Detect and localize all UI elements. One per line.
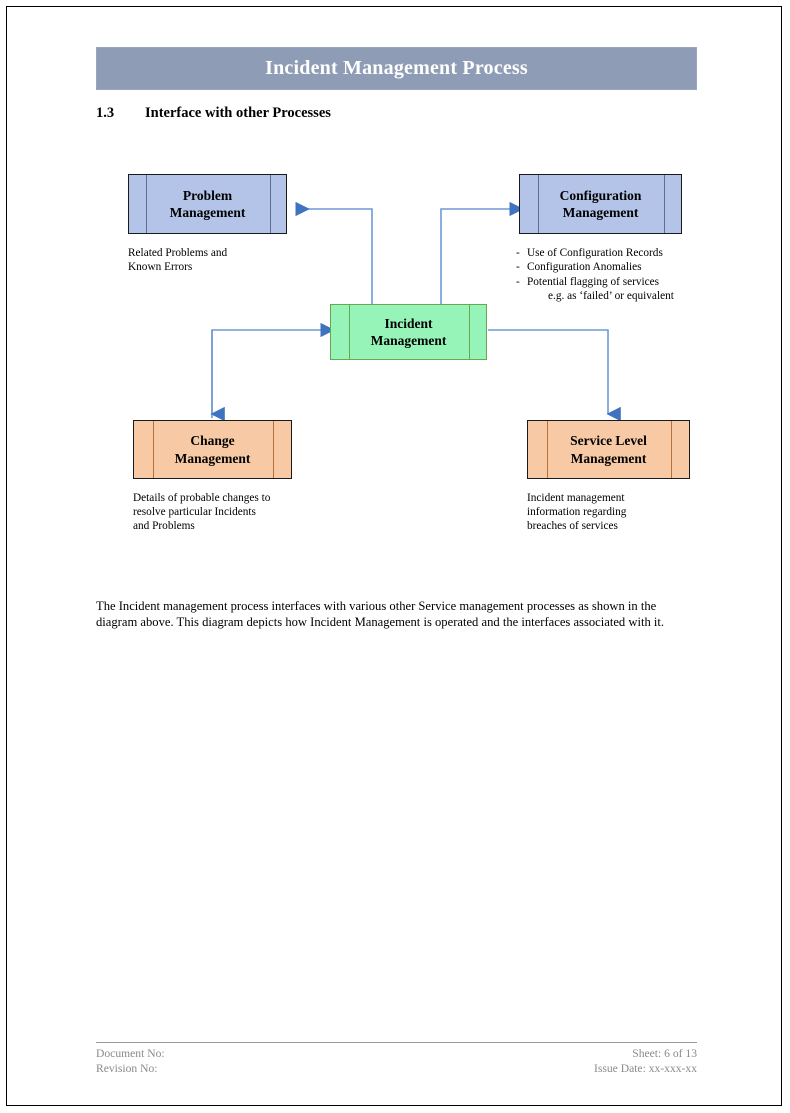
note-list-item-text: Potential flagging of services — [527, 275, 660, 288]
note-list-item-text: Use of Configuration Records — [527, 247, 663, 259]
box-divider-left — [153, 421, 154, 478]
process-box-problem-management[interactable]: Problem Management — [128, 174, 287, 234]
note-list-subitem-text: e.g. as ‘failed’ or equivalent — [548, 290, 674, 303]
process-label-line1: Configuration — [559, 187, 642, 203]
process-label-line2: Management — [562, 205, 639, 220]
body-paragraph: The Incident management process interfac… — [96, 599, 665, 629]
box-divider-right — [273, 421, 274, 478]
process-box-label: Service Level Management — [570, 432, 647, 466]
process-box-label: Problem Management — [170, 187, 246, 221]
process-label-line1: Problem — [182, 187, 233, 203]
note-service-level-management: Incident management information regardin… — [527, 492, 627, 533]
process-label-line1: Change — [190, 433, 235, 449]
footer-document-no: Document No: — [96, 1047, 165, 1060]
section-heading: 1.3 Interface with other Processes — [96, 105, 697, 125]
process-label-line2: Management — [570, 450, 647, 466]
box-divider-left — [349, 305, 350, 359]
list-bullet-icon: - — [516, 247, 520, 259]
section-number: 1.3 — [96, 105, 115, 121]
process-label-line2: Management — [370, 333, 447, 348]
note-configuration-management: - Use of Configuration Records - Configu… — [516, 246, 716, 303]
note-list-item: - Potential flagging of services — [516, 275, 716, 289]
box-divider-left — [538, 175, 539, 233]
note-list-item: - Configuration Anomalies — [516, 260, 716, 274]
process-box-change-management[interactable]: Change Management — [133, 420, 292, 479]
box-divider-right — [469, 305, 470, 359]
process-label-line2: Management — [169, 205, 246, 220]
box-divider-left — [547, 421, 548, 478]
process-label-line1: Incident — [384, 315, 433, 331]
list-bullet-icon: - — [516, 261, 520, 274]
box-divider-left — [146, 175, 147, 233]
process-box-label: Change Management — [175, 432, 251, 466]
footer-right: Sheet: 6 of 13 Issue Date: xx-xxx-xx — [594, 1046, 697, 1076]
page-border — [6, 6, 782, 1106]
process-box-label: Configuration Management — [560, 187, 642, 221]
box-divider-right — [671, 421, 672, 478]
document-header-banner: Incident Management Process — [96, 47, 697, 90]
document-footer: Document No: Revision No: Sheet: 6 of 13… — [96, 1046, 697, 1080]
footer-divider — [96, 1042, 697, 1043]
process-box-configuration-management[interactable]: Configuration Management — [519, 174, 682, 234]
section-title: Interface with other Processes — [145, 105, 331, 121]
document-title: Incident Management Process — [265, 57, 528, 79]
box-divider-right — [664, 175, 665, 233]
note-list-item: - Use of Configuration Records — [516, 246, 716, 260]
note-change-management: Details of probable changes to resolve p… — [133, 492, 271, 533]
footer-issue-date: Issue Date: xx-xxx-xx — [593, 1062, 697, 1076]
footer-revision-no: Revision No: — [96, 1062, 158, 1076]
footer-left: Document No: Revision No: — [96, 1046, 165, 1076]
process-box-service-level-management[interactable]: Service Level Management — [527, 420, 690, 479]
footer-sheet-number: Sheet: 6 of 13 — [632, 1047, 697, 1060]
process-box-incident-management[interactable]: Incident Management — [330, 304, 487, 360]
note-problem-management: Related Problems and Known Errors — [128, 247, 228, 274]
process-label-line1: Service Level — [570, 433, 647, 449]
process-label-line2: Management — [174, 450, 251, 466]
process-box-label: Incident Management — [371, 315, 447, 349]
note-list-item-text: Configuration Anomalies — [527, 261, 642, 274]
box-divider-right — [270, 175, 271, 233]
list-bullet-icon: - — [516, 275, 520, 288]
